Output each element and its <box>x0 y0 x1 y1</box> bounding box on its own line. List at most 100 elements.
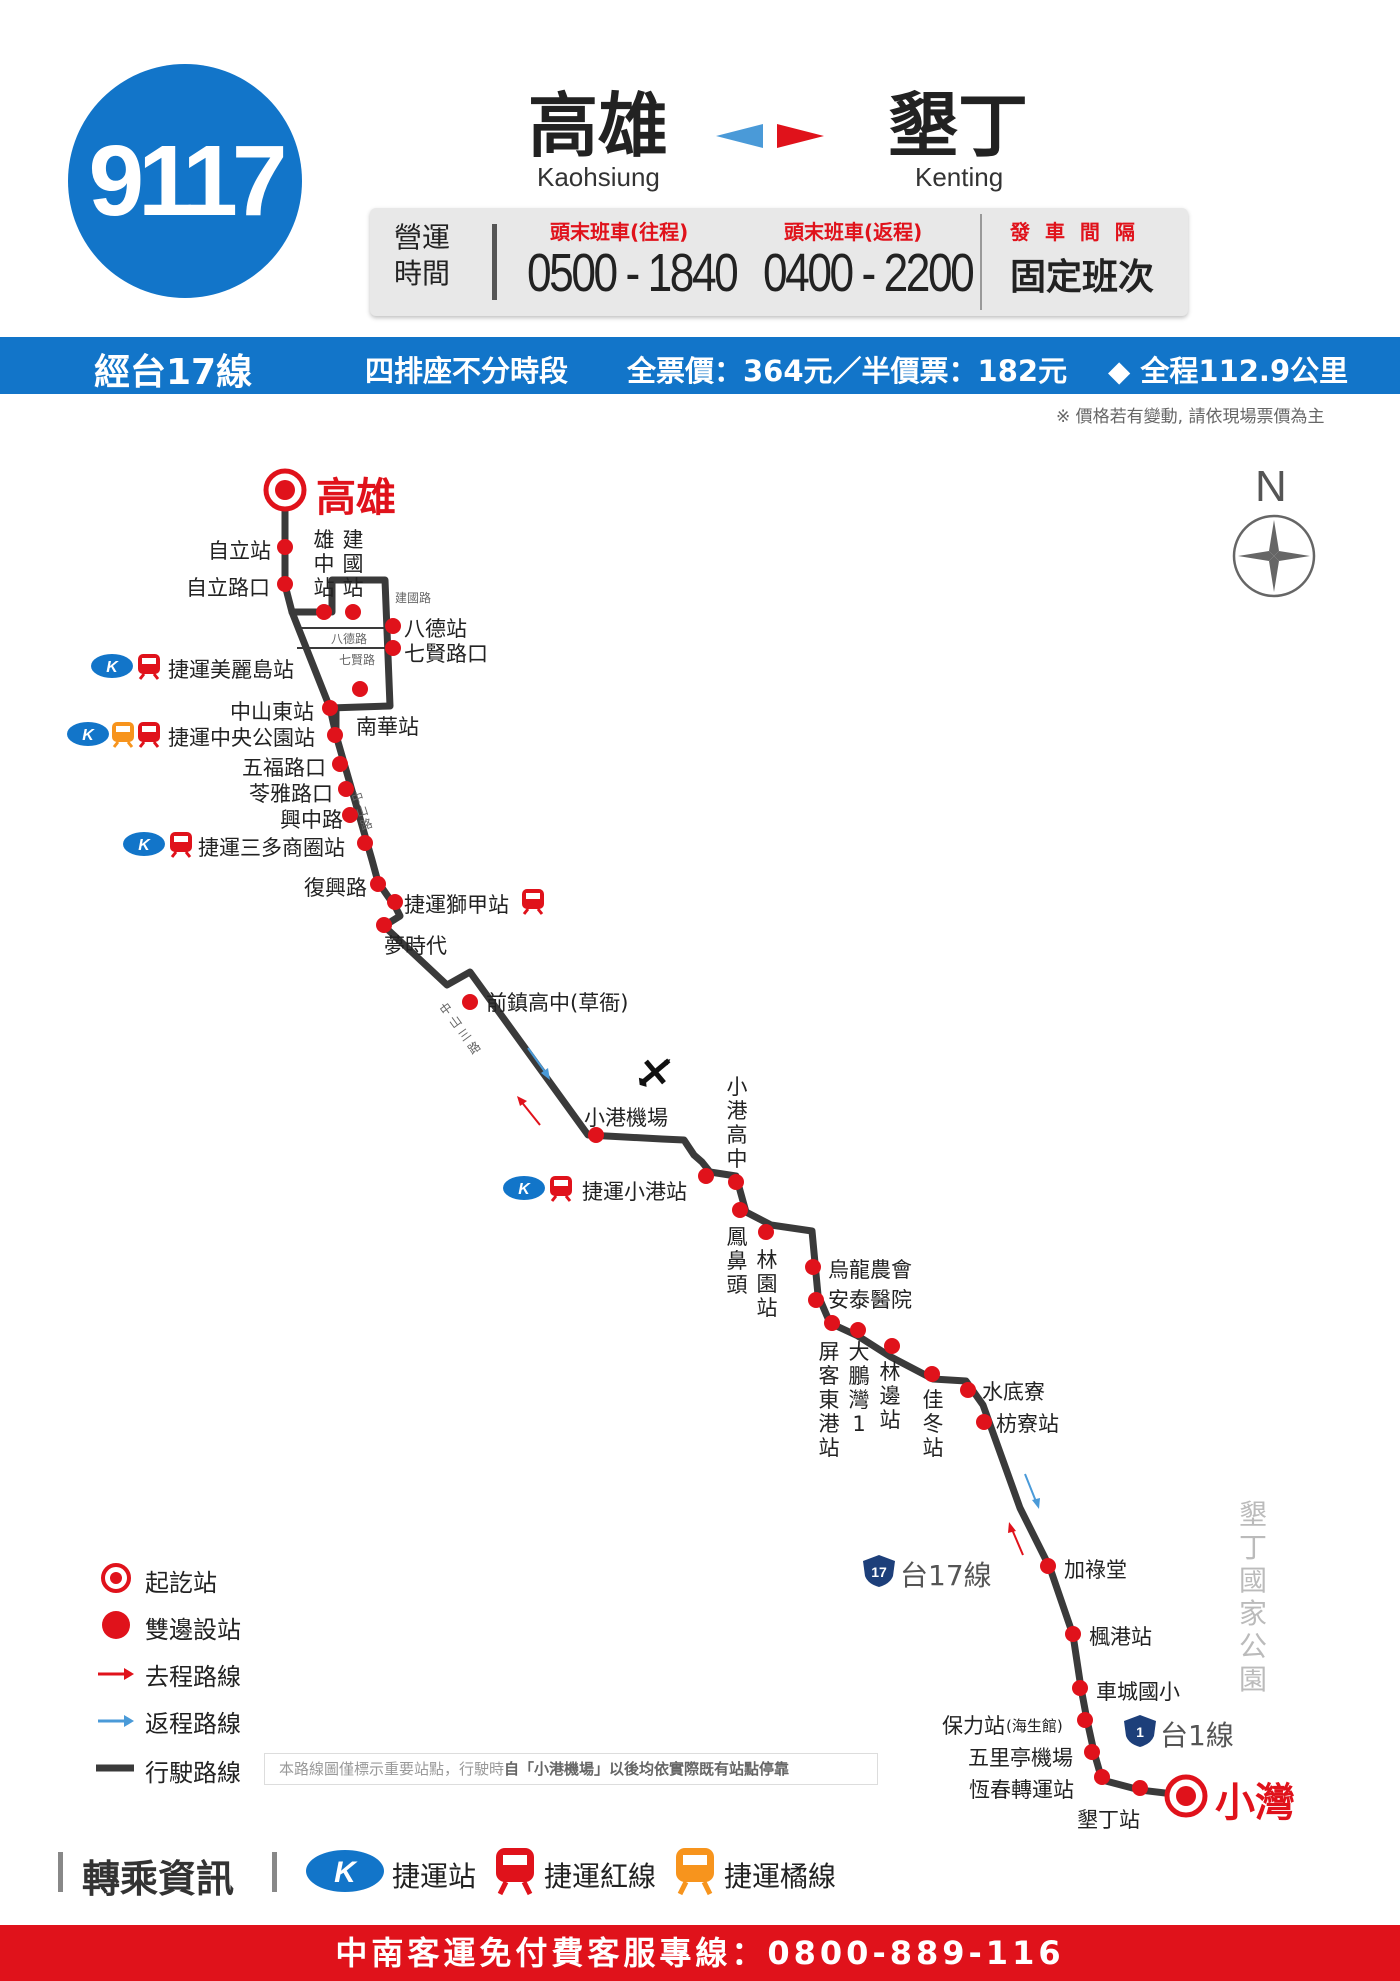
stop-label-vertical: 大鵬灣1 <box>848 1340 870 1436</box>
stop-label: 恆春轉運站 <box>969 1778 1074 1802</box>
road-label: 八德路 <box>331 632 368 646</box>
legend-symbols <box>96 1563 134 1772</box>
svg-text:K: K <box>82 727 95 744</box>
transfer-red-line-label: 捷運紅線 <box>544 1860 657 1893</box>
stop-label-note: (海生館) <box>1006 1717 1063 1735</box>
svg-text:K: K <box>518 1181 531 1198</box>
stop-label: 復興路 <box>304 876 367 900</box>
stop-label-vertical: 林邊站 <box>879 1360 901 1432</box>
return-head: 頭末班車(返程) <box>784 220 923 244</box>
mrt-red-transfer-icon: K <box>503 1176 572 1202</box>
legend-label: 行駛路線 <box>145 1759 241 1787</box>
stop-label: 車城國小 <box>1096 1680 1180 1704</box>
transfer-mrt-station-label: 捷運站 <box>392 1860 477 1893</box>
origin-terminal-label: 高雄 <box>316 475 396 521</box>
divider <box>492 224 497 300</box>
road-label: 建國路 <box>395 591 432 605</box>
return-time: 0400 - 2200 <box>763 243 975 303</box>
destination-terminal-label: 小灣 <box>1215 1780 1295 1826</box>
stop-label-vertical: 林園站 <box>756 1248 778 1320</box>
stop-label: 七賢路口 <box>404 642 488 666</box>
direction-arrows-icon <box>716 124 824 148</box>
stop-label: 小港機場 <box>584 1106 668 1130</box>
legend-label: 去程路線 <box>145 1663 241 1691</box>
stop-label: 墾丁站 <box>1077 1808 1140 1832</box>
mrt-red-line-icon <box>496 1848 534 1896</box>
north-label: N <box>1255 462 1287 511</box>
stop-label: 中山東站 <box>230 700 314 724</box>
stop-label: 捷運三多商圈站 <box>198 836 345 860</box>
stop-label: 前鎮高中(草衙) <box>486 991 629 1015</box>
stop-label: 捷運中央公園站 <box>168 726 315 750</box>
stop-markers <box>277 539 1148 1796</box>
stop-label: 夢時代 <box>384 934 447 958</box>
stop-label: 苓雅路口 <box>249 782 333 806</box>
seats-info: 四排座不分時段 <box>365 354 569 388</box>
stop-label-vertical: 小港高中 <box>726 1075 748 1171</box>
stop-label: 烏龍農會 <box>828 1258 912 1282</box>
stop-label: 自立路口 <box>186 576 270 600</box>
airport-icon <box>638 1058 671 1087</box>
highway-1-shield-icon: 1 <box>1124 1715 1156 1747</box>
stop-label: 興中路 <box>280 808 343 832</box>
stop-label: 楓港站 <box>1089 1625 1152 1649</box>
stop-label-vertical: 雄中站 <box>313 528 335 600</box>
interval-head: 發 車 間 隔 <box>1010 220 1139 244</box>
legend-label: 雙邊設站 <box>145 1616 241 1644</box>
divider <box>980 214 982 310</box>
legend-label: 起訖站 <box>145 1569 217 1597</box>
outbound-time: 0500 - 1840 <box>527 243 739 303</box>
divider <box>272 1852 277 1892</box>
road-label: 七賢路 <box>339 653 376 667</box>
stop-label: 自立站 <box>208 539 271 563</box>
interval-value: 固定班次 <box>1010 257 1155 298</box>
mrt-red-orange-transfer-icon: K <box>67 722 160 748</box>
hotline-bar: 中南客運免付費客服專線：0800-889-116 <box>0 1925 1400 1981</box>
stop-label: 安泰醫院 <box>828 1288 912 1312</box>
compass-icon <box>1232 514 1316 598</box>
stop-label: 枋寮站 <box>996 1412 1059 1436</box>
destination-city: 墾丁 <box>888 85 1028 167</box>
stop-label-vertical: 建國站 <box>342 528 364 600</box>
destination-city-en: Kenting <box>915 162 1004 192</box>
hours-label: 營運時間 <box>394 221 451 290</box>
road-lines <box>297 627 392 649</box>
outbound-head: 頭末班車(往程) <box>550 220 689 244</box>
divider <box>58 1852 63 1892</box>
highway-1-label: 台1線 <box>1160 1719 1234 1752</box>
route-number: 9117 <box>88 124 288 237</box>
price-note: ※ 價格若有變動, 請依現場票價為主 <box>1056 407 1325 427</box>
stop-label-vertical: 佳冬站 <box>922 1388 944 1460</box>
stop-label: 五福路口 <box>242 756 326 780</box>
mrt-red-line-icon <box>522 889 544 915</box>
legend-label: 返程路線 <box>145 1710 241 1738</box>
distance-info: ◆ 全程112.9公里 <box>1108 354 1349 388</box>
fare-info: 全票價：364元／半價票：182元 <box>627 354 1068 388</box>
highway-17-label: 台17線 <box>900 1559 992 1592</box>
svg-text:K: K <box>106 659 119 676</box>
stop-label: 捷運小港站 <box>582 1180 687 1204</box>
terminal-markers <box>263 468 1208 1818</box>
hotline-text: 中南客運免付費客服專線：0800-889-116 <box>335 1934 1065 1972</box>
legend-note: 本路線圖僅標示重要站點，行駛時自「小港機場」以後均依實際既有站點停靠 <box>264 1753 878 1785</box>
svg-text:K: K <box>138 837 151 854</box>
highway-line: 經台17線 <box>94 352 253 393</box>
stop-label: 五里亭機場 <box>968 1746 1073 1770</box>
stop-label: 加祿堂 <box>1064 1558 1127 1582</box>
mrt-red-transfer-icon: K <box>91 654 160 680</box>
stop-label: 捷運美麗島站 <box>168 658 294 682</box>
route-number-badge: 9117 <box>68 64 302 298</box>
stop-label-vertical: 屏客東港站 <box>818 1340 840 1460</box>
stop-label-vertical: 鳳鼻頭 <box>726 1225 748 1297</box>
highway-17-shield-icon: 17 <box>863 1555 895 1587</box>
origin-city-en: Kaohsiung <box>537 162 660 192</box>
origin-city: 高雄 <box>528 85 668 167</box>
stop-label: 南華站 <box>356 715 419 739</box>
transfer-title: 轉乘資訊 <box>82 1857 235 1901</box>
national-park-label: 墾丁國家公園 <box>1238 1498 1267 1696</box>
info-bar: 經台17線 四排座不分時段 全票價：364元／半價票：182元 ◆ 全程112.… <box>0 337 1400 394</box>
mrt-red-transfer-icon: K <box>123 832 192 858</box>
stop-label: 捷運獅甲站 <box>404 893 509 917</box>
mrt-station-logo-icon: K <box>306 1850 384 1892</box>
stop-label: 保力站 <box>942 1714 1005 1738</box>
